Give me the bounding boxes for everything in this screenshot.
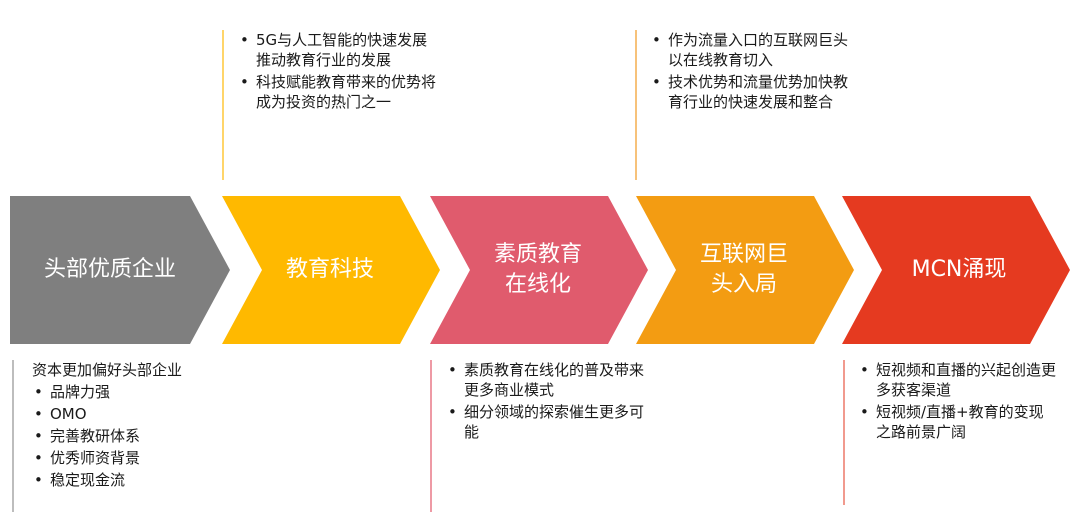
stage-chevron-tech <box>222 196 440 344</box>
head-note-line <box>12 360 14 512</box>
quality-note-bullet: 细分领域的探索催生更多可能 <box>446 402 646 442</box>
head-note-bullet: 品牌力强 <box>32 382 232 402</box>
quality-note-line <box>430 360 432 512</box>
giants-note-bullet: 技术优势和流量优势加快教育行业的快速发展和整合 <box>650 72 850 112</box>
stage-label-tech: 教育科技 <box>285 257 374 282</box>
mcn-note-bullet: 短视频和直播的兴起创造更多获客渠道 <box>858 360 1058 400</box>
head-note-lead: 资本更加偏好头部企业 <box>32 361 183 379</box>
mcn-note-line <box>843 360 845 505</box>
giants-note-bullet: 作为流量入口的互联网巨头以在线教育切入 <box>650 30 850 70</box>
tech-note-bullet: 5G与人工智能的快速发展推动教育行业的发展 <box>238 30 438 70</box>
head-note-bullet: OMO <box>32 404 232 424</box>
tech-note-bullet: 科技赋能教育带来的优势将成为投资的热门之一 <box>238 72 438 112</box>
stage-chevron-quality <box>430 196 648 344</box>
giants-note: 作为流量入口的互联网巨头以在线教育切入 技术优势和流量优势加快教育行业的快速发展… <box>650 30 850 114</box>
tech-note: 5G与人工智能的快速发展推动教育行业的发展 科技赋能教育带来的优势将成为投资的热… <box>238 30 438 114</box>
giants-note-line <box>635 30 637 180</box>
head-note-bullet: 优秀师资背景 <box>32 448 232 468</box>
head-note-bullet: 稳定现金流 <box>32 470 232 490</box>
stage-chevron-giants <box>636 196 854 344</box>
stage-label-head: 头部优质企业 <box>43 257 176 282</box>
mcn-note-bullet: 短视频/直播+教育的变现之路前景广阔 <box>858 402 1058 442</box>
tech-note-line <box>222 30 224 180</box>
quality-note: 素质教育在线化的普及带来更多商业模式 细分领域的探索催生更多可能 <box>446 360 646 444</box>
head-note-bullet: 完善教研体系 <box>32 426 232 446</box>
stage-label-quality: 素质教育在线化 <box>493 242 582 297</box>
mcn-note: 短视频和直播的兴起创造更多获客渠道 短视频/直播+教育的变现之路前景广阔 <box>858 360 1058 444</box>
stage-label-mcn: MCN涌现 <box>911 257 1007 282</box>
stage-chevron-head <box>10 196 230 344</box>
head-note: 资本更加偏好头部企业 品牌力强 OMO 完善教研体系 优秀师资背景 稳定现金流 <box>32 360 232 492</box>
quality-note-bullet: 素质教育在线化的普及带来更多商业模式 <box>446 360 646 400</box>
stage-chevron-mcn <box>842 196 1070 344</box>
stage-label-giants: 互联网巨头入局 <box>699 242 788 297</box>
